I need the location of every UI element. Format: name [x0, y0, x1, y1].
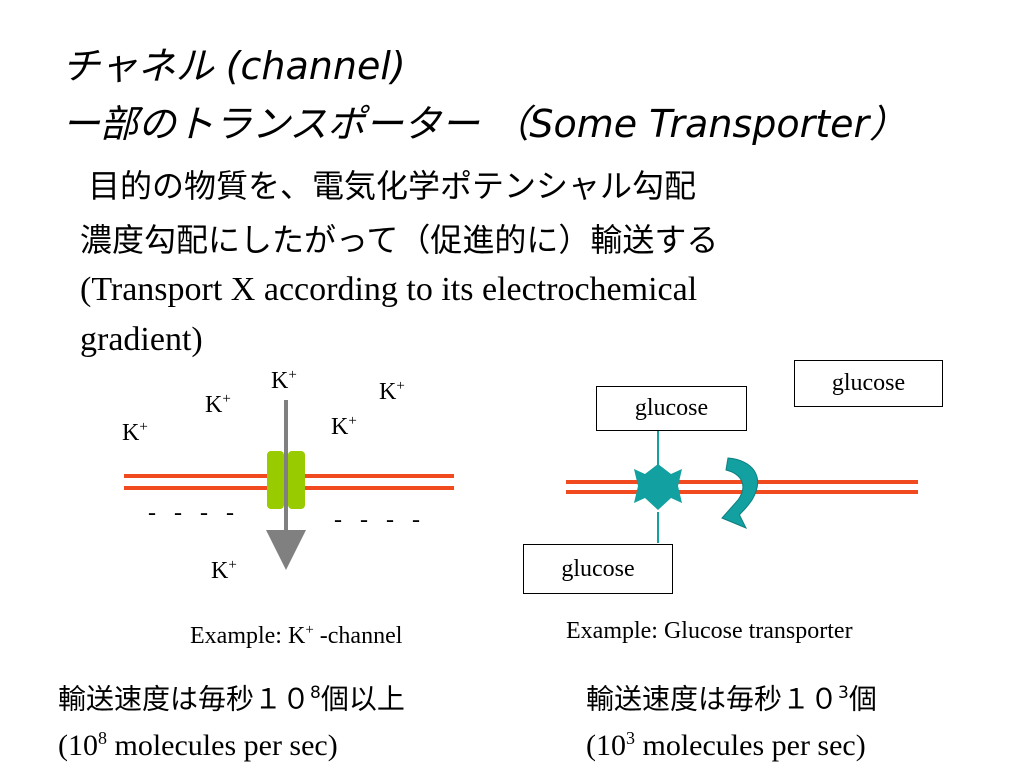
transporter-protein	[634, 464, 682, 510]
negative-charge-dashes: - - - -	[334, 507, 420, 533]
slide-title: チャネル (channel)	[62, 44, 406, 88]
channel-protein-left	[267, 451, 284, 509]
channel-caption: Example: K+ -channel	[190, 622, 403, 649]
slide-subtitle: ー部のトランスポーター （Some Transporter）	[62, 102, 908, 146]
glucose-box-bound: glucose	[596, 386, 747, 431]
description-jp-line2: 濃度勾配にしたがって（促進的に）輸送する	[80, 221, 719, 259]
channel-protein-right	[288, 451, 305, 509]
channel-rate-jp: 輸送速度は毎秒１０8個以上	[58, 682, 405, 716]
description-en-line1: (Transport X according to its electroche…	[80, 271, 698, 308]
rotation-arrow	[721, 457, 758, 529]
transporter-rate-jp: 輸送速度は毎秒１０3個	[586, 682, 877, 716]
description-en-line2: gradient)	[80, 321, 203, 358]
glucose-box-inside: glucose	[523, 544, 673, 594]
k-ion-label: K+	[205, 391, 231, 418]
k-ion-label: K+	[331, 413, 357, 440]
k-ion-label: K+	[211, 557, 237, 584]
k-ion-label: K+	[122, 419, 148, 446]
transporter-rate-en: (103 molecules per sec)	[586, 728, 866, 762]
glucose-box-outside: glucose	[794, 360, 943, 407]
k-ion-label: K+	[271, 367, 297, 394]
description-jp-line1: 目的の物質を、電気化学ポテンシャル勾配	[88, 167, 697, 205]
negative-charge-dashes: - - - -	[148, 500, 234, 526]
channel-rate-en: (108 molecules per sec)	[58, 728, 338, 762]
transporter-caption: Example: Glucose transporter	[566, 618, 853, 644]
k-ion-label: K+	[379, 378, 405, 405]
